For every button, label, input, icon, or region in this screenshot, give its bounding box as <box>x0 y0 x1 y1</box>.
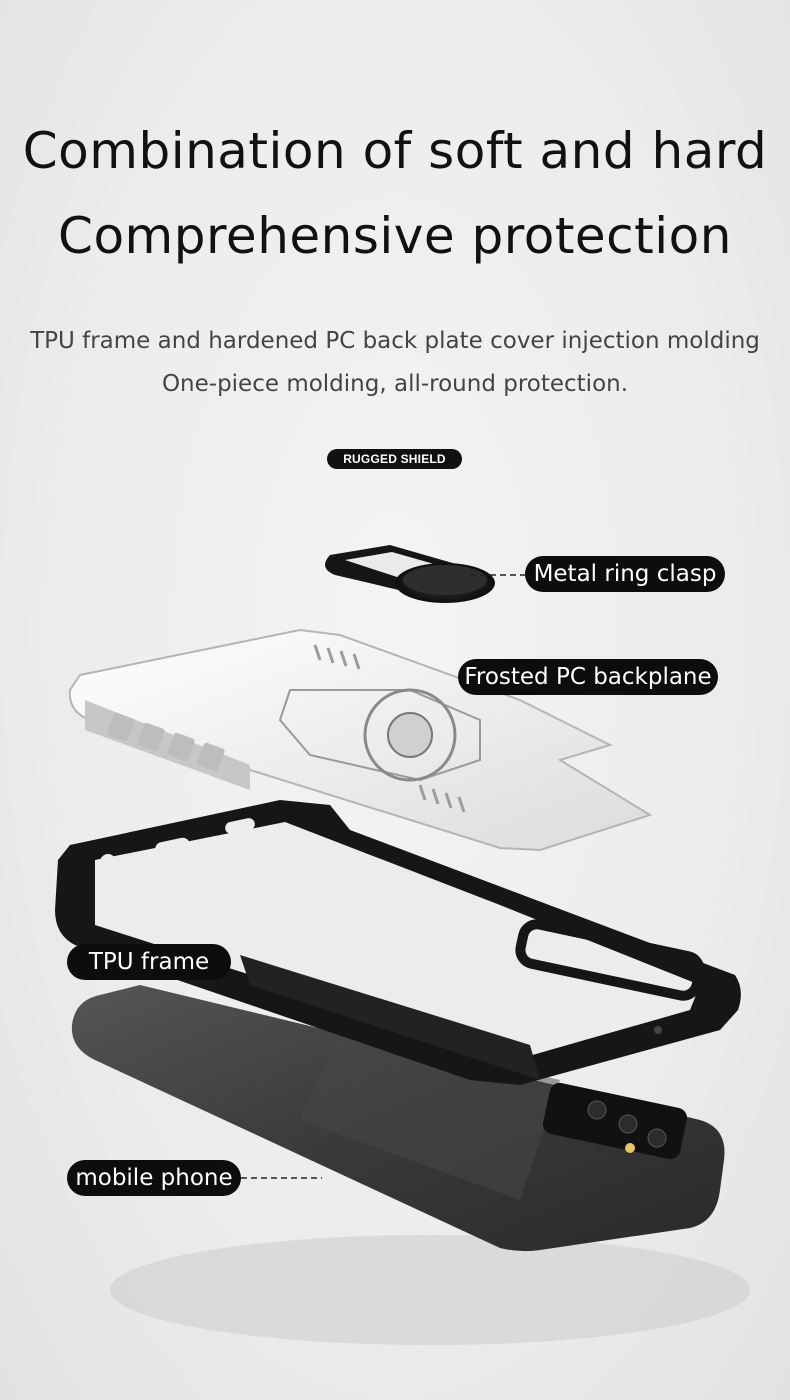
label-mobile-phone: mobile phone <box>67 1160 241 1196</box>
subtitle-line-1: TPU frame and hardened PC back plate cov… <box>30 328 760 354</box>
pc-backplane-shape <box>68 628 653 852</box>
metal-ring-clasp-shape <box>325 545 495 603</box>
subtitle-line-2: One-piece molding, all-round protection. <box>161 371 629 397</box>
phone-shadow <box>110 1235 750 1345</box>
tpu-frame-shape <box>55 800 741 1085</box>
headline-line-1: Combination of soft and hard <box>22 122 768 180</box>
headline-line-2: Comprehensive protection <box>58 207 732 265</box>
brand-badge: RUGGED SHIELD <box>327 449 462 469</box>
label-tpu-frame: TPU frame <box>67 944 231 980</box>
label-frosted-pc-backplane: Frosted PC backplane <box>458 659 718 695</box>
label-metal-ring-clasp: Metal ring clasp <box>525 556 725 592</box>
